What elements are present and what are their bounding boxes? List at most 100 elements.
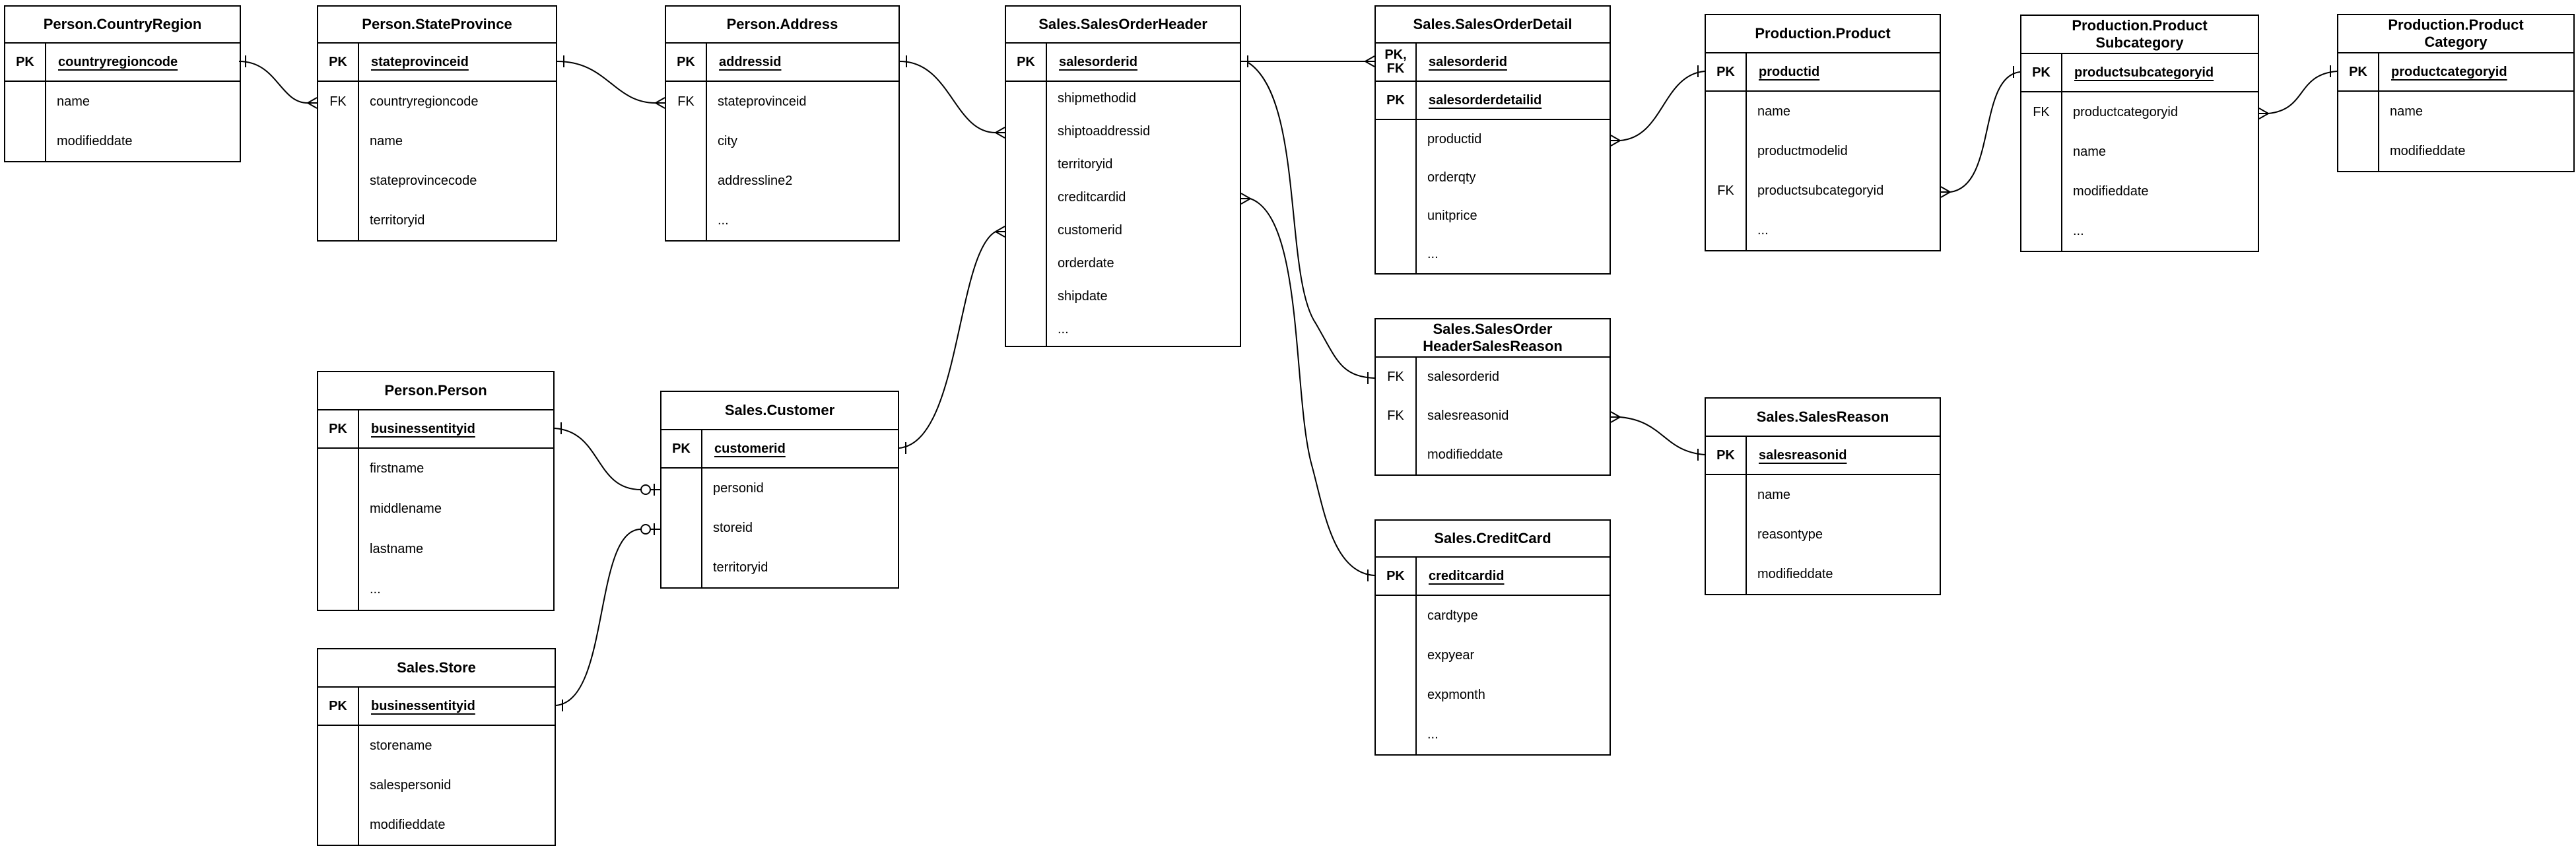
attr-name: productmodelid	[1757, 143, 1848, 158]
relationship-Sales.SalesOrderHeader.salesorderid->Sales.SalesOrderDetail.salesorderid	[1241, 55, 1375, 67]
attr-name: ...	[1427, 246, 1439, 261]
attr-name: shipdate	[1058, 288, 1108, 304]
attr-row: city	[666, 121, 898, 161]
attr-row: storename	[318, 726, 555, 765]
attr-name: reasontype	[1757, 527, 1823, 542]
relationship-line	[238, 61, 308, 104]
attr-row: productid	[1376, 120, 1610, 158]
attr-name: name	[2390, 104, 2423, 119]
attr-row: personid	[661, 469, 898, 508]
attr-row: shiptoaddressid	[1006, 115, 1240, 148]
attr-name: productid	[1427, 131, 1482, 146]
attr-row: firstname	[318, 449, 553, 489]
attr-row: modifieddate	[2021, 172, 2258, 211]
attr-name: expyear	[1427, 647, 1475, 663]
key-badge	[1376, 635, 1415, 675]
attr-name: cardtype	[1427, 608, 1478, 623]
attr-row: expyear	[1376, 635, 1610, 675]
attr-row: creditcardid	[1006, 181, 1240, 214]
relationship-Production.ProductCategory.productcategoryid->Production.ProductSubcategory.productcategoryid	[2258, 65, 2338, 119]
key-badge	[1376, 596, 1415, 635]
attr-name: territoryid	[713, 560, 768, 575]
attr-name: shiptoaddressid	[1058, 123, 1151, 139]
key-badge	[666, 201, 706, 240]
key-badge	[318, 529, 358, 569]
key-badge	[2338, 131, 2378, 171]
pk-row: PK businessentityid	[318, 410, 553, 449]
attr-name: modifieddate	[2073, 183, 2149, 199]
attr-name-pk: countryregioncode	[58, 54, 178, 69]
key-badge	[1006, 181, 1046, 214]
attr-row: modifieddate	[1706, 554, 1940, 594]
relationship-line	[995, 127, 1005, 133]
key-badge	[2021, 172, 2061, 211]
attr-row: orderqty	[1376, 158, 1610, 197]
key-badge	[318, 121, 358, 161]
entity-title: Production.Product	[1706, 15, 1940, 53]
key-badge	[1006, 148, 1046, 181]
attr-name: addressline2	[718, 173, 793, 188]
entity-title: Sales.Customer	[661, 392, 898, 430]
key-badge: PK	[1706, 53, 1747, 90]
key-badge	[318, 449, 358, 489]
attr-name-pk: productcategoryid	[2391, 64, 2507, 79]
attr-row: name	[1706, 475, 1940, 515]
attr-row: salespersonid	[318, 765, 555, 805]
attr-name-pk: salesreasonid	[1759, 447, 1847, 463]
key-badge: PK	[318, 410, 359, 447]
key-badge	[318, 726, 358, 765]
relationship-line	[1940, 186, 1951, 193]
relationship-line	[899, 61, 996, 133]
relationship-line	[2258, 113, 2269, 119]
relationship-line	[995, 132, 1005, 139]
attr-row: ...	[1376, 715, 1610, 754]
entity-title: Production.Product Category	[2338, 15, 2573, 53]
key-badge	[5, 82, 45, 121]
attr-row: productmodelid	[1706, 131, 1940, 171]
attr-row: name	[2021, 132, 2258, 172]
attr-name-pk: businessentityid	[371, 421, 475, 436]
attr-row: reasontype	[1706, 515, 1940, 554]
relationship-line	[1610, 135, 1621, 141]
attr-name: middlename	[370, 502, 442, 516]
key-badge	[2021, 132, 2061, 172]
attr-name: shipmethodid	[1058, 90, 1136, 106]
attr-name: ...	[718, 212, 729, 228]
attr-name: modifieddate	[57, 133, 133, 148]
attr-row: storeid	[661, 508, 898, 548]
key-badge	[666, 121, 706, 161]
key-badge	[1006, 247, 1046, 280]
attr-row: shipmethodid	[1006, 82, 1240, 115]
relationship-line	[1365, 55, 1375, 62]
entity-title: Sales.Store	[318, 649, 555, 688]
relationship-line	[1610, 416, 1621, 423]
attr-name-pk: salesorderid	[1059, 54, 1137, 69]
